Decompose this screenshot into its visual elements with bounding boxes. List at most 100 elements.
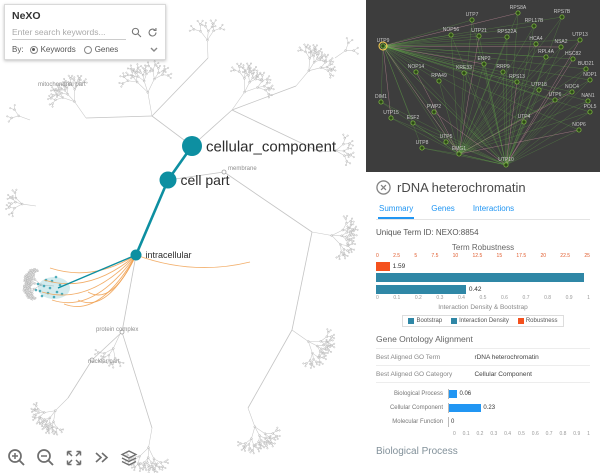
term-node-intracellular[interactable] [130,249,142,261]
legend-swatch [451,318,458,324]
gene-node-NOP56[interactable] [448,32,454,38]
legend-interaction-density: Interaction Density [451,318,509,324]
gene-label: DIM1 [375,94,387,100]
gene-node-RPS13[interactable] [514,79,520,85]
gene-node-HSC82[interactable] [570,56,576,62]
gene-node-DIM1[interactable] [378,99,384,105]
gene-label: UTP4 [518,114,531,120]
bar-bootstrap [376,273,584,282]
gene-node-RPL17B[interactable] [531,23,537,29]
gene-label: POL5 [584,104,597,110]
gene-node-RPS7B[interactable] [559,14,565,20]
by-label: By: [12,45,24,54]
gene-node-UTP13[interactable] [577,37,583,43]
radio-dot [29,45,38,54]
gene-node-UTP18[interactable] [536,87,542,93]
tab-summary[interactable]: Summary [378,202,415,219]
fit-view-icon[interactable] [65,449,83,467]
gene-node-RPA49[interactable] [436,78,442,84]
gene-node-HCA4[interactable] [533,41,539,47]
zoom-in-icon[interactable] [7,448,26,467]
robustness-chart-title: Term Robustness [451,243,515,252]
search-panel: NeXO By: Keywords Genes [4,4,166,60]
gene-node-UTP9[interactable] [380,43,386,49]
bar-value: 1.59 [392,262,406,270]
gene-node-UTP21[interactable] [476,33,482,39]
gene-node-EMG1[interactable] [456,151,462,157]
gene-node-PWP2[interactable] [431,109,437,115]
bar-interaction-density [376,284,466,294]
gene-node-UTP6[interactable] [552,97,558,103]
gene-node-UTP10[interactable] [503,162,509,168]
term-title: rDNA heterochromatin [397,180,526,195]
term-label: cellular_component [206,138,337,155]
gene-label: KRE33 [456,65,472,71]
robustness-axis-label: Interaction Density & Bootstrap [438,304,528,311]
search-input[interactable] [12,25,126,40]
gene-node-RPL4A[interactable] [543,54,549,60]
gene-node-NOP14[interactable] [413,69,419,75]
gene-node-NSA2[interactable] [558,44,564,50]
go-category: Biological Process [393,391,443,397]
chevrons-icon[interactable] [93,449,110,466]
tree-label: membrane [228,166,257,172]
radio-keywords[interactable]: Keywords [29,45,76,54]
gene-node-UTP4[interactable] [521,119,527,125]
reset-icon[interactable] [147,27,158,38]
go-bar [449,390,458,398]
gene-node-RPS22A[interactable] [504,34,510,40]
search-icon[interactable] [131,27,142,38]
gene-label: EMG1 [452,146,466,152]
layers-icon[interactable] [120,449,138,467]
gene-node-RPS8A[interactable] [515,10,521,16]
gene-node-POL5[interactable] [587,109,593,115]
tab-genes[interactable]: Genes [431,204,455,213]
gene-node-ENP2[interactable] [481,61,487,67]
gene-node-UTP5[interactable] [443,139,449,145]
term-node-cell-part[interactable] [159,171,177,189]
radio-genes[interactable]: Genes [83,45,118,54]
close-icon[interactable] [376,180,391,195]
radio-dot [83,45,92,54]
go-category: Molecular Function [392,419,443,425]
chevron-down-icon[interactable] [150,47,158,53]
gene-label: UTP15 [383,110,399,116]
term-node-cellular-component[interactable] [182,136,202,156]
gene-label: UTP9 [377,38,390,44]
go-bar [449,404,482,412]
legend-swatch [408,318,415,324]
details-tabs: Summary Genes Interactions [376,202,590,220]
tab-interactions[interactable]: Interactions [472,204,515,213]
app-title: NeXO [12,10,41,22]
gene-node-NOP1[interactable] [587,77,593,83]
gene-node-UTP8[interactable] [419,145,425,151]
gene-label: RPS22A [497,29,517,35]
gene-label: NOP1 [583,72,597,78]
gene-node-UTP7[interactable] [469,17,475,23]
gene-label: UTP21 [471,28,487,34]
gene-node-NOC4[interactable] [569,89,575,95]
term-id-value: NEXO:8854 [435,228,479,237]
gene-label: NOP14 [408,64,425,70]
gene-node-BUD21[interactable] [583,66,589,72]
gene-node-KRE33[interactable] [461,70,467,76]
gene-label: RPS8A [510,5,527,11]
gene-node-ESF2[interactable] [410,120,416,126]
zoom-out-icon[interactable] [36,448,55,467]
gene-node-NAN1[interactable] [585,98,591,104]
gene-label: BUD21 [578,61,594,67]
gene-node-RRP9[interactable] [500,69,506,75]
gene-label: UTP10 [498,157,514,163]
gene-node-NOP6[interactable] [576,127,582,133]
gene-node-UTP15[interactable] [388,115,394,121]
